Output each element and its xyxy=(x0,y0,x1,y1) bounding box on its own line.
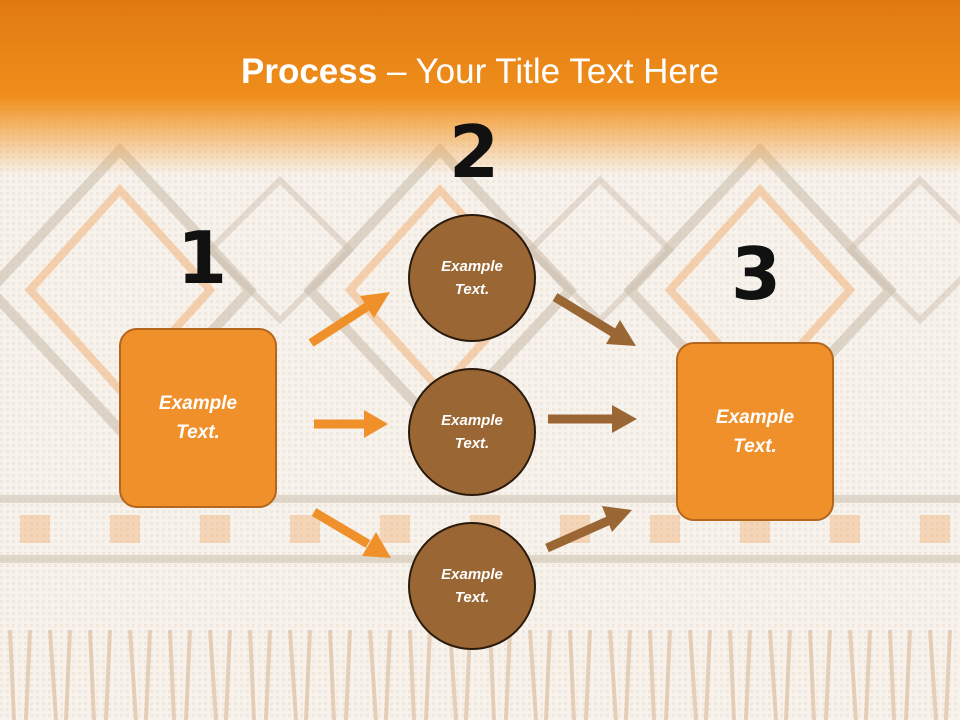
circle-middle: Example Text. xyxy=(408,368,536,496)
circle-middle-text: Example Text. xyxy=(441,412,503,452)
circle-bottom: Example Text. xyxy=(408,522,536,650)
step-number-1: 1 xyxy=(177,216,228,300)
step-3-box: Example Text. xyxy=(676,342,834,521)
step-3-text: Example Text. xyxy=(715,406,795,457)
header-band xyxy=(0,0,960,175)
title-bold: Process xyxy=(241,52,378,91)
title-rest: – Your Title Text Here xyxy=(377,52,719,91)
circle-top-text: Example Text. xyxy=(441,258,503,298)
step-1-text: Example Text. xyxy=(158,393,238,443)
step-1-box: Example Text. xyxy=(119,328,277,508)
step-number-2: 2 xyxy=(449,110,500,194)
circle-top: Example Text. xyxy=(408,214,536,342)
circle-bottom-text: Example Text. xyxy=(441,566,503,606)
page-title: Process – Your Title Text Here xyxy=(0,52,960,92)
step-number-3: 3 xyxy=(731,232,782,316)
